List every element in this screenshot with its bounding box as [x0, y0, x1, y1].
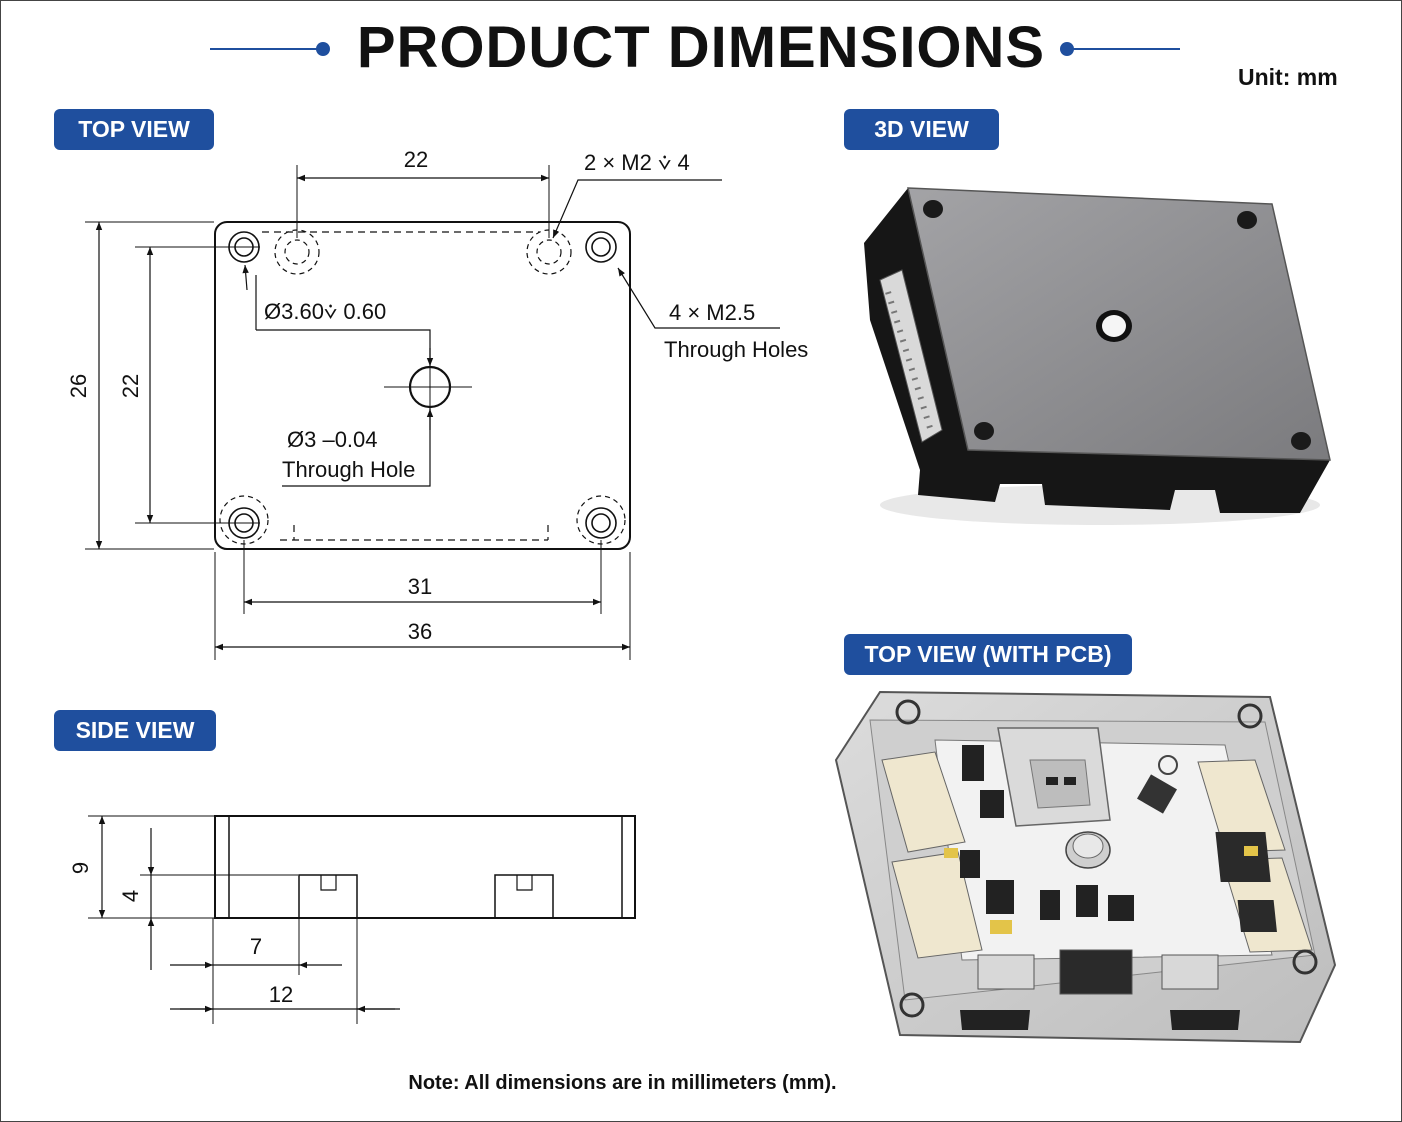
3d-view-render — [864, 187, 1331, 525]
center-crosshair — [384, 343, 472, 432]
unit-label: Unit: mm — [1238, 64, 1338, 90]
top-view-drawing — [85, 165, 780, 660]
label-counterbore: Ø3.60⩒ 0.60 — [264, 299, 386, 324]
dim-height-22: 22 — [118, 374, 143, 398]
top-view-labels: 22 2 × M2 ⩒ 4 Ø3.60⩒ 0.60 4 × M2.5 Throu… — [66, 147, 808, 644]
3d-view-badge: 3D VIEW — [844, 109, 999, 150]
dim-side-9: 9 — [68, 862, 93, 874]
top-view-badge: TOP VIEW — [54, 109, 214, 150]
dim-side-12: 12 — [269, 982, 293, 1007]
title-line-right — [1068, 48, 1180, 50]
label-center-hole: Ø3 –0.04 — [287, 427, 378, 452]
side-view-labels: 9 4 7 12 — [68, 862, 293, 1007]
corner-holes — [228, 231, 617, 539]
pcb-view-render — [834, 690, 1337, 1044]
dim-side-4: 4 — [118, 890, 143, 902]
footnote: Note: All dimensions are in millimeters … — [408, 1072, 837, 1094]
dim-side-7: 7 — [250, 934, 262, 959]
label-2xm2: 2 × M2 ⩒ 4 — [584, 150, 690, 175]
top-view-pcb-badge: TOP VIEW (WITH PCB) — [844, 634, 1132, 675]
dim-top-22: 22 — [404, 147, 428, 172]
page-title: PRODUCT DIMENSIONS — [356, 15, 1046, 80]
title-line-left — [210, 48, 322, 50]
side-view-drawing — [88, 815, 636, 1024]
side-view-badge: SIDE VIEW — [54, 710, 216, 751]
label-center-through-hole: Through Hole — [282, 457, 415, 482]
dim-height-26: 26 — [66, 374, 91, 398]
dim-width-36: 36 — [408, 619, 432, 644]
label-through-holes: Through Holes — [664, 337, 808, 362]
label-4xm25: 4 × M2.5 — [669, 300, 755, 325]
title-dot-right — [1060, 42, 1074, 56]
dim-width-31: 31 — [408, 574, 432, 599]
hidden-edge — [262, 231, 549, 541]
top-view-outline — [214, 221, 631, 550]
title-dot-left — [316, 42, 330, 56]
